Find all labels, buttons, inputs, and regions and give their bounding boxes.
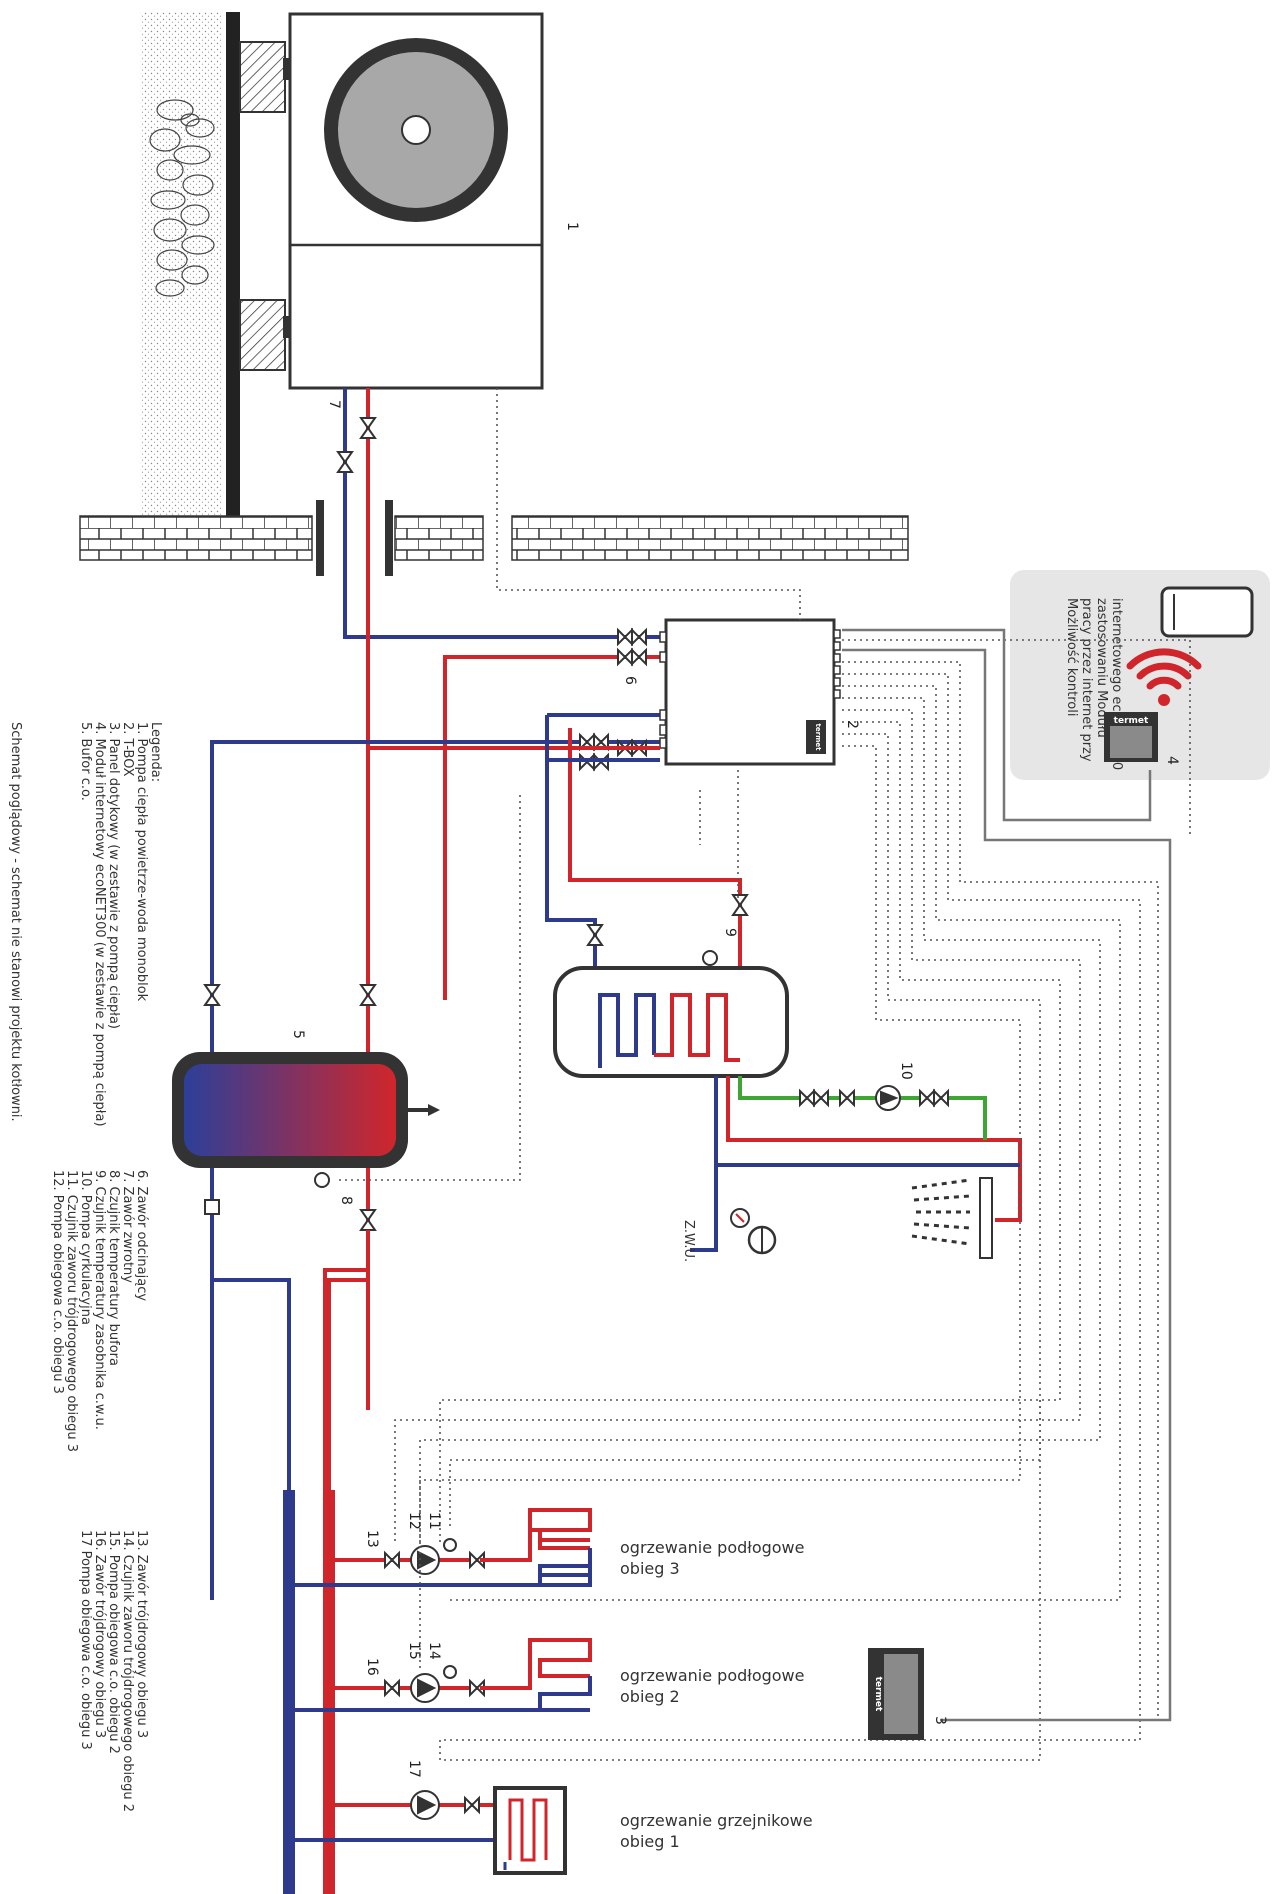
ground-soil	[140, 12, 222, 517]
legend-item-3: 3. Panel dotykowy (w zestawie z pompą ci…	[106, 722, 121, 1029]
legend-item-4: 4. Moduł internetowy ecoNET300 (w zestaw…	[92, 722, 107, 1127]
legend-item-5: 5. Bufor c.o.	[78, 722, 93, 801]
radiator	[493, 1786, 567, 1875]
num-10: 10	[898, 1062, 914, 1080]
signal-wiring	[335, 388, 1191, 1761]
legend-item-14: 14. Czujnik zaworu trójdrogowego obiegu …	[120, 1530, 135, 1812]
tbox-brand: termet	[814, 724, 822, 752]
num-1: 1	[564, 222, 580, 231]
legend-item-10: 10. Pompa cyrkulacyjna	[78, 1170, 93, 1325]
num-17: 17	[406, 1760, 422, 1778]
circuit-2-label-1: ogrzewanie podłogowe	[620, 1666, 804, 1685]
zwu-label: Z.W.U.	[681, 1220, 696, 1262]
smartphone-icon	[1160, 586, 1254, 638]
supply-manifold	[323, 1490, 335, 1894]
floor-loop-3	[480, 1508, 592, 1585]
econet-brand: termet	[1114, 716, 1149, 726]
panel-brand: termet	[873, 1677, 883, 1712]
brick-floor	[79, 500, 909, 576]
shower-icon	[911, 1177, 993, 1259]
num-9: 9	[722, 928, 738, 937]
num-12: 12	[406, 1512, 422, 1530]
circuit-2-hw	[384, 1665, 485, 1703]
legend-item-13: 13. Zawór trójdrogowy obiegu 3	[134, 1530, 149, 1738]
legend-item-8: 8. Czujnik temperatury bufora	[106, 1170, 121, 1366]
internet-module-box: Możliwość kontroli pracy przez internet …	[1010, 570, 1270, 780]
callout-numbers: 1 2 3 4 5 6 7 8 9 10 11 12 13 14 15 16 1…	[290, 222, 1180, 1778]
legend-item-15: 15. Pompa obiegowa c.o. obiegu 2	[106, 1530, 121, 1754]
legend-item-1: 1. Pompa ciepła powietrze-woda monoblok	[134, 722, 149, 1002]
internet-text-2: pracy przez internet przy	[1079, 598, 1094, 762]
t-box: termet	[659, 618, 841, 766]
internet-text-3: zastosowaniu Modułu	[1094, 598, 1109, 738]
legend-item-12: 12. Pompa obiegowa c.o. obiegu 3	[50, 1170, 65, 1394]
num-3: 3	[932, 1716, 948, 1725]
buffer-tank	[172, 1052, 440, 1215]
num-8: 8	[338, 1196, 354, 1205]
dhw-sensor-9	[702, 950, 718, 966]
legend-col2: 6. Zawór odcinający 7. Zawór zwrotny 8. …	[50, 1170, 149, 1452]
legend-item-9: 9. Czujnik temperatury zasobnika c.w.u.	[92, 1170, 107, 1430]
expansion-vessel	[730, 1208, 777, 1255]
num-5: 5	[290, 1030, 306, 1039]
dhw-tank	[553, 950, 789, 1078]
circuit-1-label-2: obieg 1	[620, 1832, 680, 1851]
legend-item-11: 11. Czujnik zaworu trójdrogowego obiegu …	[64, 1170, 79, 1452]
legend-item-7: 7. Zawór zwrotny	[120, 1170, 135, 1283]
num-7: 7	[326, 400, 342, 409]
circuit-3-hw	[384, 1538, 485, 1575]
dhw-valves	[799, 1085, 949, 1111]
footer-note: Schemat poglądowy - schemat nie stanowi …	[8, 722, 23, 1122]
num-4: 4	[1164, 756, 1180, 765]
legend: Legenda: 1. Pompa ciepła powietrze-woda …	[78, 722, 163, 1127]
legend-item-16: 16. Zawór trójdrogowy obiegu 3	[92, 1530, 107, 1738]
num-6: 6	[622, 676, 638, 685]
buffer-sensor-8	[314, 1172, 330, 1188]
check-valves-7	[203, 417, 749, 1231]
circuit-3-label-2: obieg 3	[620, 1559, 680, 1578]
num-13: 13	[364, 1530, 380, 1548]
legend-item-17: 17 Pompa obiegowa c.o. obiegu 3	[78, 1530, 93, 1750]
num-16: 16	[364, 1658, 380, 1676]
wifi-icon	[1126, 648, 1202, 706]
legend-item-6: 6. Zawór odcinający	[134, 1170, 149, 1301]
num-2: 2	[844, 720, 860, 729]
wall	[226, 12, 240, 517]
heat-pump-unit	[239, 12, 544, 390]
floor-loop-2	[480, 1638, 592, 1710]
num-15: 15	[406, 1642, 422, 1660]
legend-item-2: 2. T-BOX	[120, 722, 135, 777]
circuit-3-label-1: ogrzewanie podłogowe	[620, 1538, 804, 1557]
legend-col3: 13. Zawór trójdrogowy obiegu 3 14. Czujn…	[78, 1530, 149, 1812]
circuit-2-label-2: obieg 2	[620, 1687, 680, 1706]
num-11: 11	[426, 1512, 442, 1530]
internet-text-1: Możliwość kontroli	[1064, 598, 1079, 716]
return-manifold	[283, 1490, 295, 1894]
circuit-1-hw	[410, 1790, 480, 1820]
num-14: 14	[426, 1642, 442, 1660]
circuit-1-label-1: ogrzewanie grzejnikowe	[620, 1811, 813, 1830]
legend-title: Legenda:	[148, 722, 163, 782]
touch-panel: termet	[868, 1648, 924, 1740]
